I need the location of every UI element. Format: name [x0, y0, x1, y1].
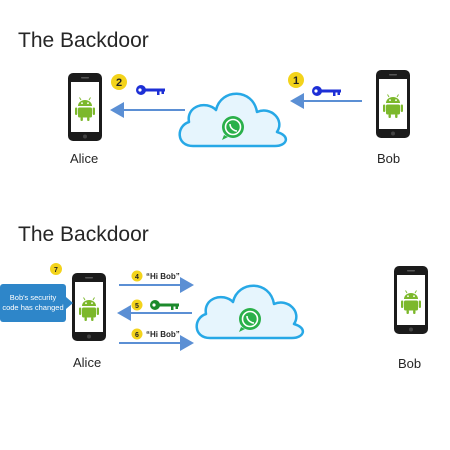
panel-title-top: The Backdoor — [18, 29, 149, 52]
whatsapp-cloud-top — [178, 92, 288, 148]
message-hi-bob-step6: “Hi Bob” — [146, 330, 180, 339]
step-badge-4: 4 — [131, 270, 143, 282]
step-badge-7: 7 — [50, 263, 62, 275]
security-code-callout: Bob's security code has changed — [0, 284, 66, 322]
svg-text:6: 6 — [135, 332, 139, 339]
alice-label-top: Alice — [70, 151, 99, 166]
step-badge-2: 2 — [111, 74, 127, 90]
whatsapp-cloud-bottom — [195, 284, 305, 340]
svg-text:2: 2 — [116, 77, 122, 89]
key-icon-step2 — [136, 85, 165, 95]
callout-pointer — [66, 297, 73, 309]
step-badge-1: 1 — [288, 72, 304, 88]
bob-label-bottom: Bob — [398, 356, 422, 371]
svg-text:7: 7 — [54, 267, 58, 274]
step-badge-5: 5 — [131, 299, 143, 311]
key-icon-step5 — [150, 300, 179, 310]
step-badge-6: 6 — [131, 328, 143, 340]
svg-text:4: 4 — [135, 274, 139, 281]
key-icon-step1 — [312, 86, 341, 96]
bob-label-top: Bob — [377, 151, 401, 166]
svg-text:5: 5 — [135, 303, 139, 310]
svg-text:1: 1 — [293, 75, 299, 87]
bob-phone-bottom — [394, 266, 428, 334]
bob-phone-top — [376, 70, 410, 138]
panel-title-bottom: The Backdoor — [18, 223, 149, 246]
message-hi-bob-step4: “Hi Bob” — [146, 272, 180, 281]
alice-phone-top — [68, 73, 102, 141]
alice-phone-bottom — [72, 273, 106, 341]
alice-label-bottom: Alice — [73, 355, 102, 370]
